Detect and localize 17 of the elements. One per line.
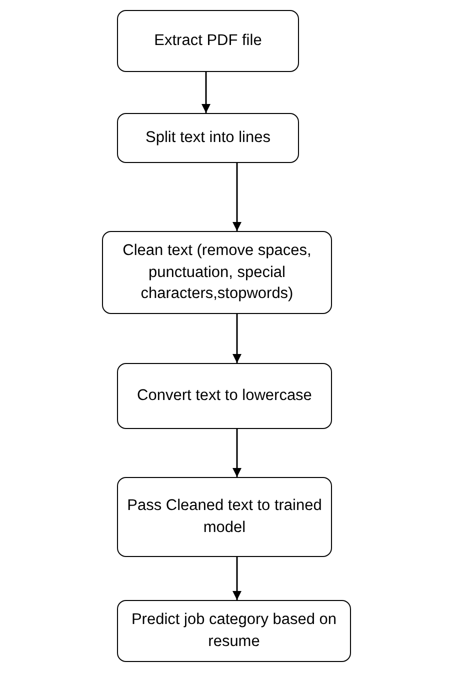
process-box [117,477,332,557]
step-text: Split text into lines [146,128,270,148]
step-text: Pass Cleaned text to trained model [126,496,323,538]
process-box [117,363,332,429]
arrow [232,557,242,600]
arrow [232,314,242,363]
step-text: Predict job category based on resume [130,610,338,652]
step-text: Extract PDF file [154,31,262,52]
step-text: Convert text to lowercase [137,386,312,406]
process-box [102,231,332,314]
process-box [117,600,351,662]
process-box [117,10,299,72]
arrow [232,163,242,231]
step-text: Clean text (remove spaces, punctuation, special characters,stopwords) [122,240,312,304]
arrow [202,72,210,113]
process-box [117,113,299,163]
arrow [232,429,242,477]
